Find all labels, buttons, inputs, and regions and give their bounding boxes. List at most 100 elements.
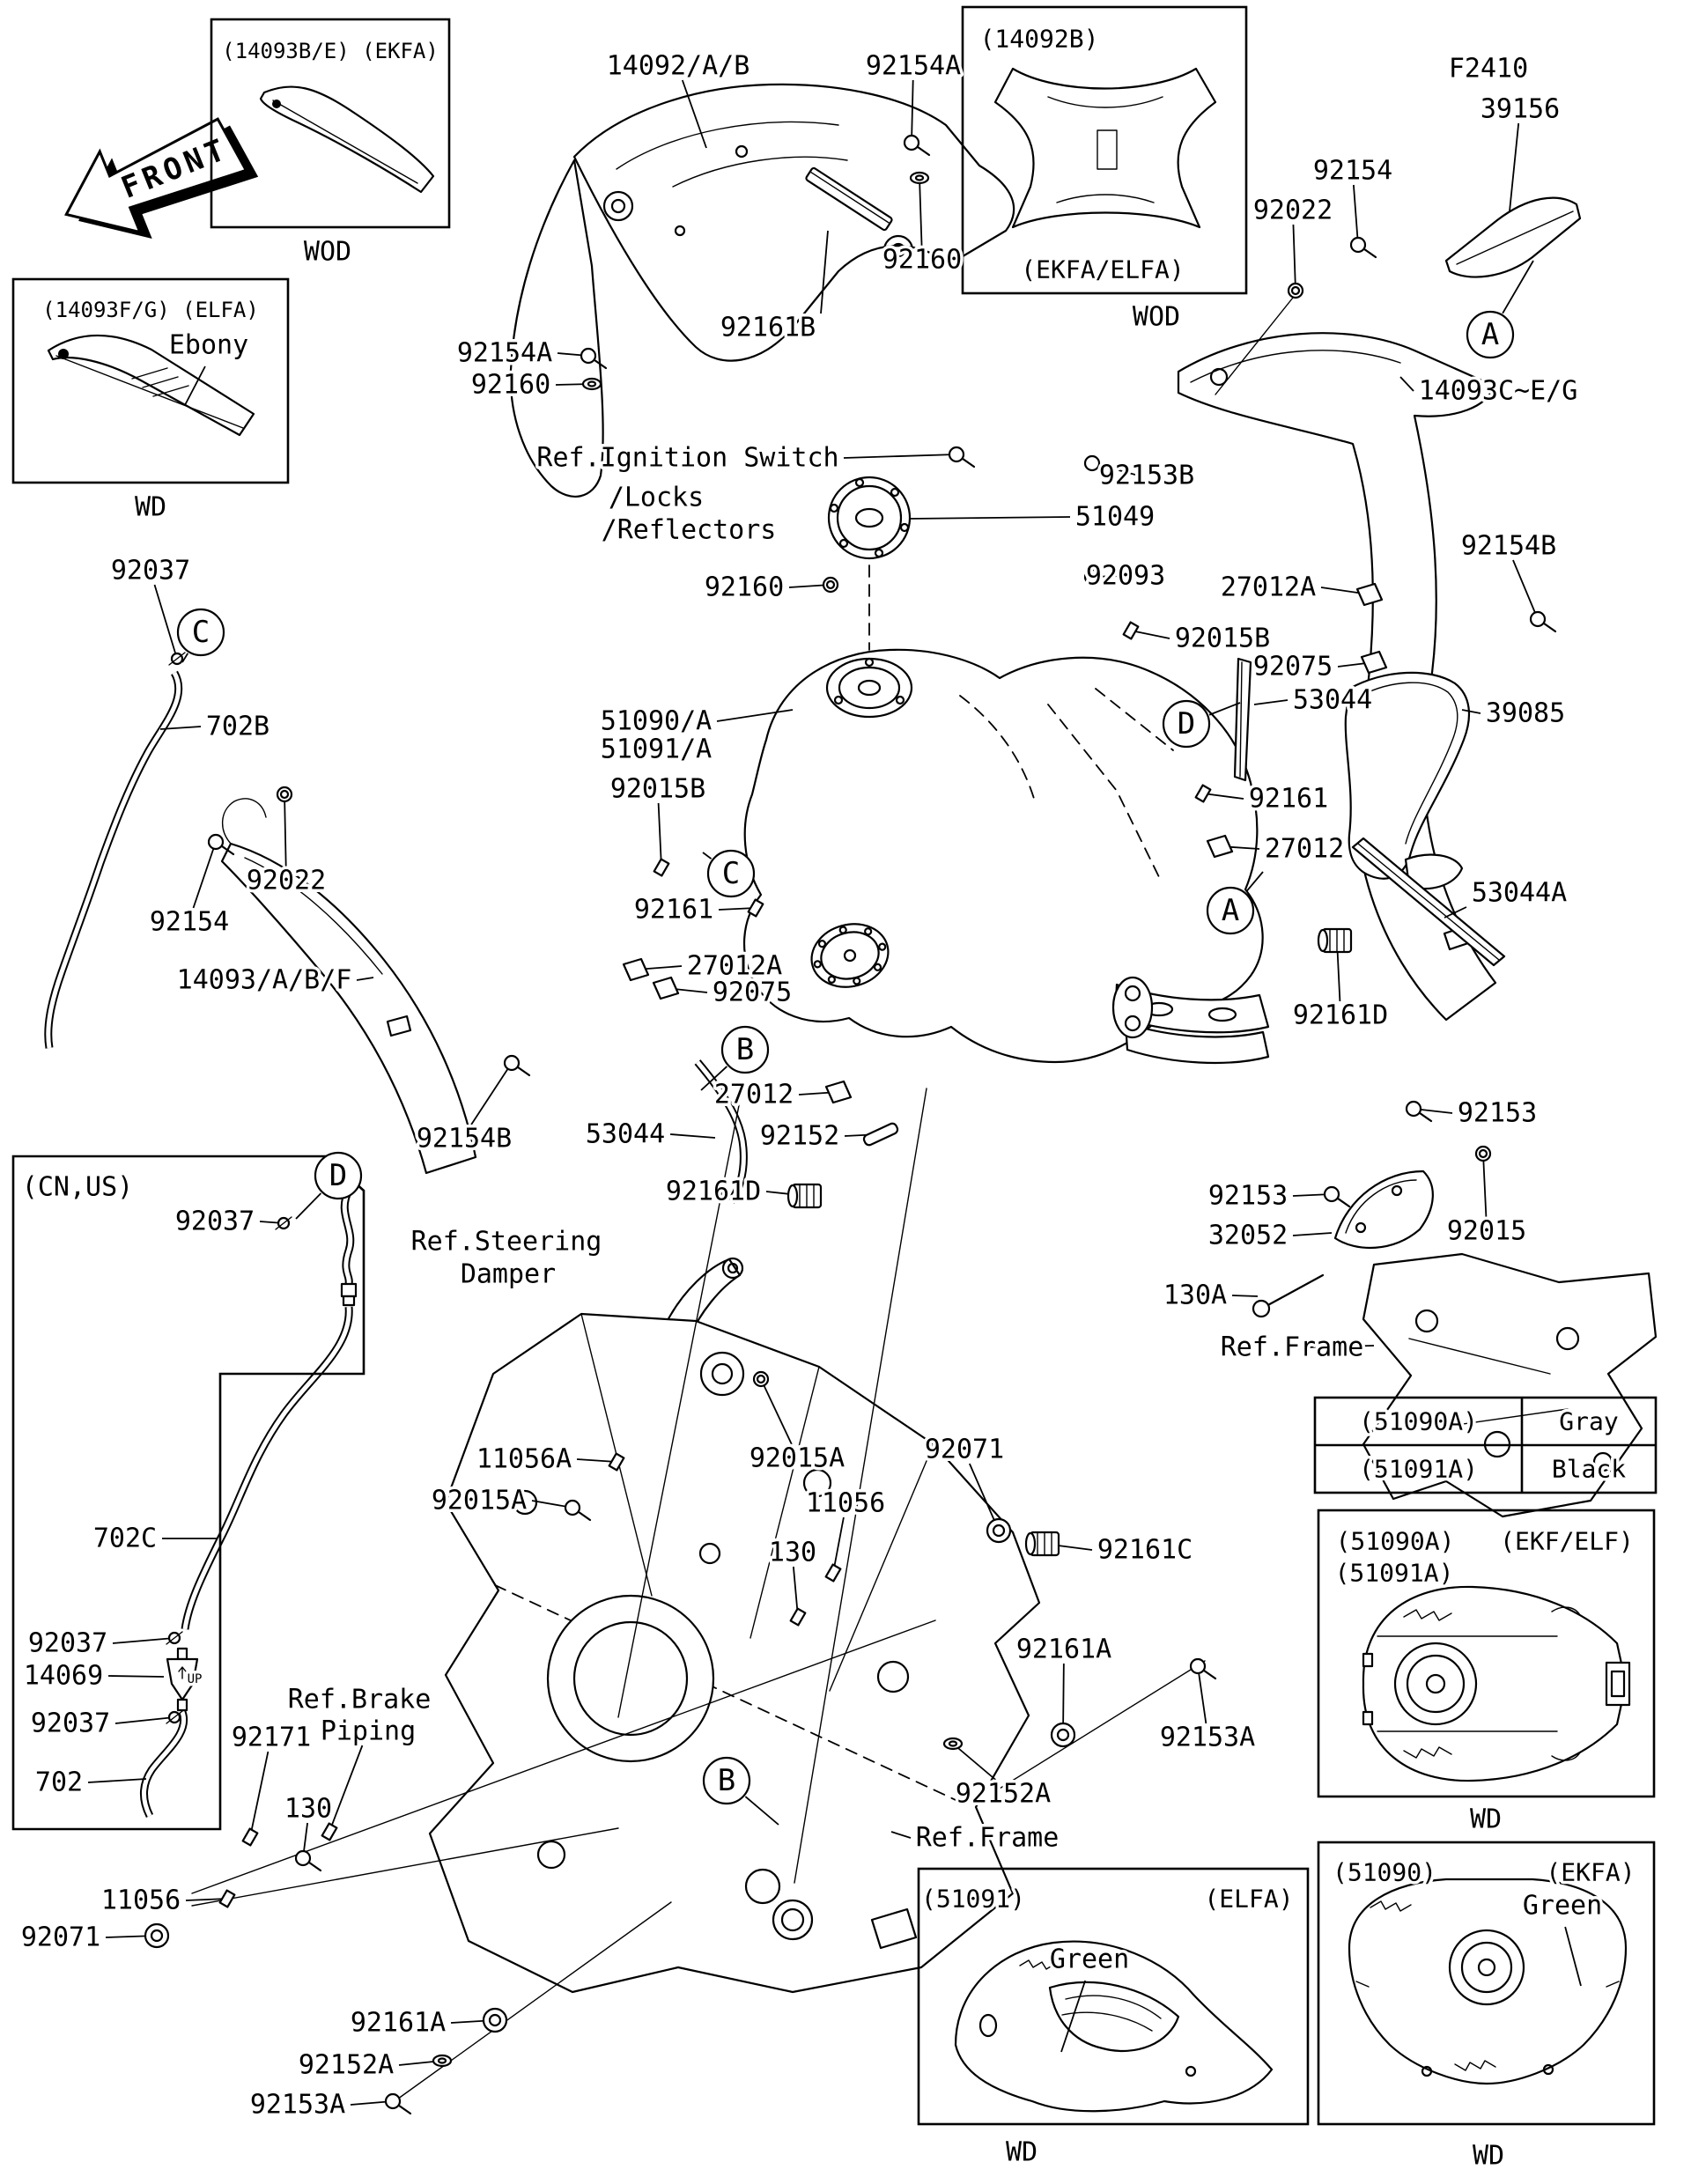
leader-line (1197, 1665, 1207, 1724)
hardware-pad-glyph (1355, 582, 1384, 607)
part-number-label: Ref.Frame (916, 1823, 1060, 1854)
hw-part (279, 789, 290, 800)
part-number-label: 130 (284, 1794, 332, 1825)
inset-label: (51090A) (1336, 1527, 1455, 1556)
hardware-clip-glyph (321, 1822, 338, 1841)
inset-ebony-trim-art (47, 334, 255, 437)
part-number-label: 92154B (1461, 531, 1556, 562)
hw-part (488, 2013, 502, 2027)
part-number-label: 92161 (634, 895, 713, 926)
leader-line (681, 79, 707, 149)
part-number-label: 92037 (111, 556, 190, 587)
part-number-label: 92071 (21, 1922, 100, 1953)
part-number-label: 92160 (705, 572, 784, 603)
part-number-label: 92037 (31, 1708, 110, 1739)
part-number-label: 51090/A (601, 706, 712, 737)
hw-part (276, 786, 293, 803)
leader-line (1231, 1295, 1259, 1297)
hardware-nut-glyph (1474, 1145, 1492, 1162)
hw-part (321, 1822, 338, 1841)
hw-part (587, 380, 597, 387)
hardware-screw-glyph (207, 833, 235, 856)
hw-part (1037, 1531, 1052, 1556)
hw-part (166, 1631, 183, 1645)
callout-letter: C (722, 856, 740, 891)
leader-line (843, 454, 957, 459)
callout-letter: B (736, 1032, 754, 1067)
part-number-label: 92161C (1097, 1535, 1193, 1566)
leader-line (112, 1637, 175, 1644)
part-number-label: F2410 (1449, 54, 1528, 85)
part-number-label: Ref.Steering (411, 1227, 602, 1258)
hw-part (1087, 572, 1097, 582)
hw-part (608, 1452, 625, 1472)
part-number-label: 27012 (714, 1080, 794, 1110)
hw-part (992, 1524, 1006, 1538)
leader-line (1482, 1153, 1488, 1218)
callout-leader (1502, 260, 1534, 314)
part-number-label: UP (188, 1672, 203, 1686)
inset-14093be (210, 18, 451, 229)
hardware-nut-glyph (1083, 568, 1101, 586)
frame-drawing (428, 1312, 1041, 1994)
trim-strips-53044 (694, 657, 1506, 1204)
tank-side-view-art (954, 1940, 1274, 2113)
hardware-clip-glyph (789, 1607, 807, 1627)
part-number-label: 92071 (925, 1435, 1004, 1465)
part-number-label: 39085 (1486, 698, 1565, 729)
leader-line (911, 79, 914, 144)
callout-circle-c (706, 849, 756, 898)
part-number-label: 92152A (299, 2050, 394, 2081)
upper-cowl-drawing (509, 83, 1015, 498)
callout-leader (702, 852, 713, 860)
callout-leader (1208, 702, 1241, 716)
hw-part (786, 1184, 799, 1208)
hw-part (1206, 834, 1234, 859)
hw-part (799, 1184, 815, 1208)
hw-part (150, 1929, 164, 1943)
leader-line (576, 1458, 617, 1463)
part-number-label: 14093/A/B/F (177, 965, 352, 996)
table-part-cell: (51091A) (1359, 1455, 1478, 1484)
inset-label: (EKF/ELF) (1500, 1527, 1634, 1556)
part-number-label: 92022 (1253, 196, 1333, 226)
hardware-screw-glyph (1349, 236, 1377, 259)
part-number-label: 702 (35, 1767, 83, 1798)
hardware-clip-glyph (747, 898, 764, 918)
leader-line (159, 726, 202, 730)
hw-part (1474, 1145, 1492, 1162)
hw-part (652, 976, 680, 1000)
part-number-label: 92161D (666, 1177, 761, 1207)
part-number-label: 11056A (476, 1444, 572, 1475)
part-number-label: 39156 (1481, 94, 1560, 125)
part-number-label: 92015B (1175, 623, 1270, 654)
leader-line (249, 1751, 270, 1838)
strip-39156 (1444, 196, 1582, 278)
part-number-label: 702C (93, 1524, 157, 1554)
inset-label: (EKFA) (1546, 1858, 1635, 1887)
hw-part (914, 174, 925, 181)
leader-line (153, 584, 178, 660)
part-number-label: 92022 (247, 866, 326, 896)
callout-circle-a (1466, 310, 1515, 359)
inset-label: (14092B) (980, 25, 1099, 54)
inset-14092b-cover-art (993, 67, 1217, 229)
hardware-clip-glyph (824, 1563, 842, 1583)
part-number-label: 92152 (760, 1121, 839, 1152)
hardware-washer-glyph (581, 377, 602, 391)
table-color-cell: Gray (1559, 1407, 1618, 1436)
part-number-label: Damper (461, 1259, 556, 1290)
callout-leader (295, 1192, 322, 1220)
hw-part (580, 347, 597, 365)
hw-part (294, 1849, 312, 1867)
hw-part (1323, 1185, 1340, 1203)
part-number-label: 92160 (471, 370, 550, 401)
leader-line (1564, 1926, 1582, 1987)
leader-line (87, 1778, 147, 1783)
part-number-label: 92171 (232, 1723, 311, 1753)
hw-part (241, 1827, 259, 1847)
part-number-label: 14069 (24, 1661, 103, 1692)
table-part-cell: (51090A) (1359, 1407, 1478, 1436)
inset-label: Ebony (169, 330, 248, 361)
